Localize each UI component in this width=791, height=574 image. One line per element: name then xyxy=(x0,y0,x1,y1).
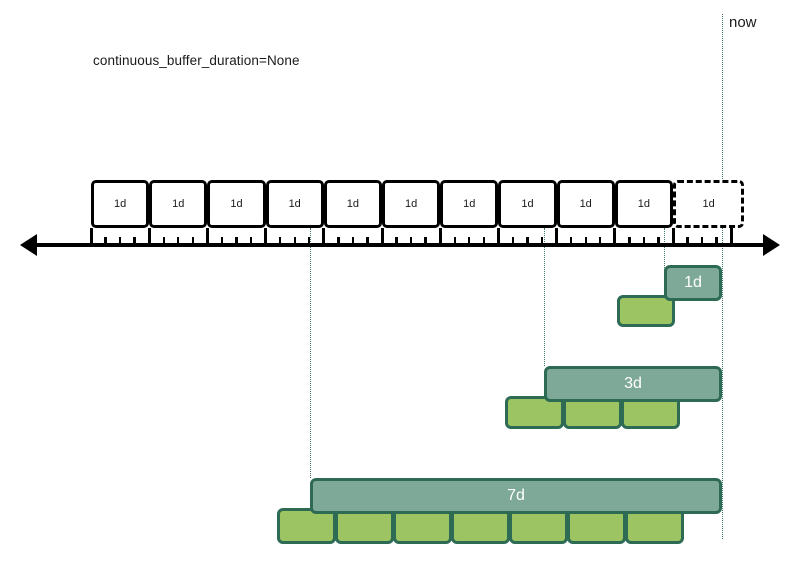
axis-tick-minor xyxy=(308,237,311,243)
timeline-day-box: 1d xyxy=(614,180,673,228)
axis-tick-minor xyxy=(395,237,398,243)
timeline-day-label: 1d xyxy=(113,198,127,210)
timeline-day-label: 1d xyxy=(172,198,185,210)
guide-3d-line xyxy=(544,228,545,366)
timeline-day-box: 1d xyxy=(323,180,382,228)
retention-bar: 7d xyxy=(310,478,722,514)
axis-tick-minor xyxy=(628,237,631,243)
retention-tile xyxy=(617,295,675,327)
axis-tick-minor xyxy=(118,237,122,243)
axis-tick-major xyxy=(147,228,151,243)
axis-tick-major xyxy=(264,228,268,243)
timeline-day-label: 1d xyxy=(404,198,418,210)
guide-7d-line xyxy=(310,228,311,478)
axis-tick-major xyxy=(205,228,209,243)
retention-tile xyxy=(625,508,684,544)
now-label: now xyxy=(729,14,757,31)
axis-tick-minor xyxy=(526,237,529,243)
axis-tick-minor xyxy=(584,237,587,243)
axis-tick-major xyxy=(89,228,93,243)
axis-tick-minor xyxy=(220,237,224,243)
timeline-day-box: 1d xyxy=(207,180,266,228)
axis-tick-major xyxy=(613,228,617,243)
timeline-day-label: 1d xyxy=(579,198,592,210)
retention-bar-label: 7d xyxy=(507,487,525,504)
axis-tick-minor xyxy=(104,237,107,243)
axis-tick-minor xyxy=(715,237,718,243)
axis-line xyxy=(34,243,767,247)
timeline-day-box: 1d xyxy=(382,180,441,228)
axis-tick-minor xyxy=(657,237,660,243)
timeline-day-label: 1d xyxy=(230,198,243,210)
axis-tick-minor xyxy=(249,237,253,243)
timeline-day-box: 1d xyxy=(498,180,557,228)
axis-tick-major xyxy=(729,228,733,243)
timeline-day-label: 1d xyxy=(346,198,360,210)
guide-1d-line xyxy=(664,228,665,270)
axis-tick-minor xyxy=(424,237,427,243)
axis-tick-major xyxy=(438,228,442,243)
axis-arrow-right-icon xyxy=(763,234,780,256)
axis-tick-minor xyxy=(351,237,355,243)
axis-tick-minor xyxy=(540,237,544,243)
axis-tick-minor xyxy=(700,237,704,243)
axis-tick-major xyxy=(671,228,675,243)
axis-tick-minor xyxy=(569,237,573,243)
axis-tick-minor xyxy=(293,237,296,243)
axis-tick-minor xyxy=(482,237,486,243)
timeline-day-label: 1d xyxy=(288,198,301,210)
retention-bar-label: 3d xyxy=(624,375,642,392)
retention-tile xyxy=(277,508,336,544)
axis-tick-minor xyxy=(133,237,136,243)
timeline-day-label: 1d xyxy=(702,198,715,210)
timeline-day-label: 1d xyxy=(463,198,476,210)
retention-bar-label: 1d xyxy=(684,274,702,291)
axis-tick-minor xyxy=(177,237,180,243)
timeline-day-label: 1d xyxy=(637,198,651,210)
axis-tick-minor xyxy=(337,237,340,243)
timeline-day-box: 1d xyxy=(440,180,499,228)
axis-tick-minor xyxy=(642,237,646,243)
axis-tick-minor xyxy=(162,237,165,243)
timeline-day-label: 1d xyxy=(521,198,534,210)
axis-tick-minor xyxy=(235,237,238,243)
retention-bar: 3d xyxy=(544,366,722,402)
retention-bar: 1d xyxy=(664,265,722,301)
guide-now-line xyxy=(722,14,723,539)
timeline-day-box: 1d xyxy=(91,180,150,228)
axis-arrow-left-icon xyxy=(20,234,37,256)
timeline-day-box: 1d xyxy=(149,180,208,228)
axis-tick-major xyxy=(322,228,326,243)
axis-tick-major xyxy=(496,228,500,243)
timeline-day-box: 1d xyxy=(556,180,615,228)
axis-tick-minor xyxy=(366,237,369,243)
axis-tick-minor xyxy=(278,237,282,243)
timeline-day-box: 1d xyxy=(265,180,324,228)
axis-tick-minor xyxy=(468,237,471,243)
axis-tick-major xyxy=(380,228,384,243)
caption-label: continuous_buffer_duration=None xyxy=(93,53,300,68)
retention-tile xyxy=(509,508,568,544)
axis-tick-minor xyxy=(686,237,689,243)
axis-tick-minor xyxy=(409,237,413,243)
axis-tick-minor xyxy=(453,237,456,243)
axis-tick-minor xyxy=(191,237,195,243)
axis-tick-minor xyxy=(511,237,515,243)
timeline-day-box: 1d xyxy=(673,180,745,228)
axis-tick-minor xyxy=(599,237,602,243)
axis-tick-major xyxy=(555,228,559,243)
